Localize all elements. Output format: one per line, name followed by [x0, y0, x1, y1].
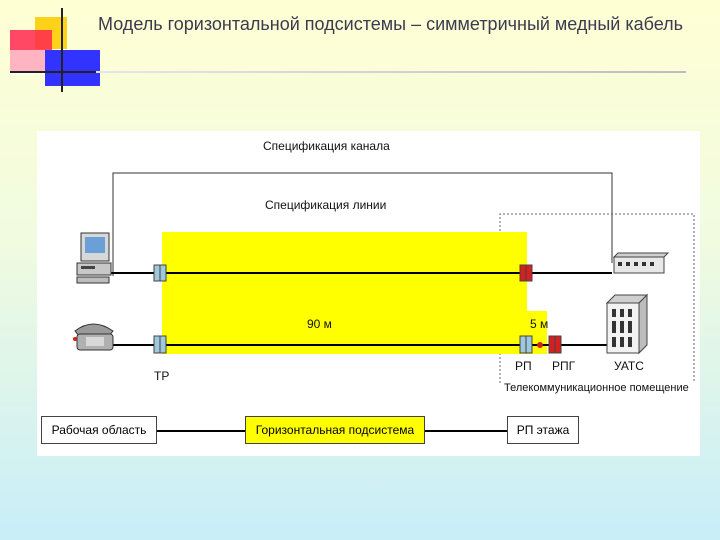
rpg-label: РПГ — [552, 359, 576, 373]
telecom-room-boundary — [499, 213, 695, 383]
patch-panel-upper — [519, 264, 527, 282]
floor-rp-box: РП этажа — [507, 416, 579, 444]
rpg-connector — [548, 335, 556, 354]
uats-label: УАТС — [614, 359, 644, 373]
rp-connector-b — [525, 335, 533, 354]
rpg-connector-b — [554, 335, 562, 354]
work-area-box: Рабочая область — [41, 416, 157, 444]
cross-connect-dot — [537, 342, 543, 348]
decorative-logo — [10, 8, 105, 92]
telecom-outlet-lower — [153, 335, 161, 354]
logo-light-square — [10, 50, 45, 75]
slide-title: Модель горизонтальной подсистемы – симме… — [98, 14, 684, 34]
horizontal-link-zone — [162, 232, 527, 354]
telecom-outlet-upper-b — [159, 264, 167, 282]
diagram-panel: Спецификация канала Спецификация линии 9… — [37, 131, 700, 456]
rp-label: РП — [515, 359, 532, 373]
diagram-canvas — [73, 172, 695, 432]
patch-panel-upper-b — [525, 264, 533, 282]
horizontal-subsystem-box: Горизонтальная подсистема — [245, 416, 425, 444]
channel-spec-bracket — [112, 172, 613, 276]
length-5-label: 5 м — [530, 317, 549, 331]
telecom-room-label: Телекоммуникационное помещение — [504, 382, 689, 394]
telecom-outlet-lower-b — [159, 335, 167, 354]
telecom-outlet-upper — [153, 264, 161, 282]
phone-icon — [73, 323, 114, 351]
channel-spec-label: Спецификация канала — [263, 139, 390, 153]
link-spec-label: Спецификация линии — [265, 198, 387, 212]
rp-connector — [519, 335, 527, 354]
title-underline — [96, 71, 686, 73]
tp-label: ТР — [154, 369, 170, 383]
pbx-cabinet-icon — [605, 293, 649, 355]
length-90-label: 90 м — [307, 317, 332, 331]
network-switch-icon — [612, 252, 670, 274]
computer-icon — [76, 232, 112, 284]
logo-blue-square — [45, 50, 100, 86]
